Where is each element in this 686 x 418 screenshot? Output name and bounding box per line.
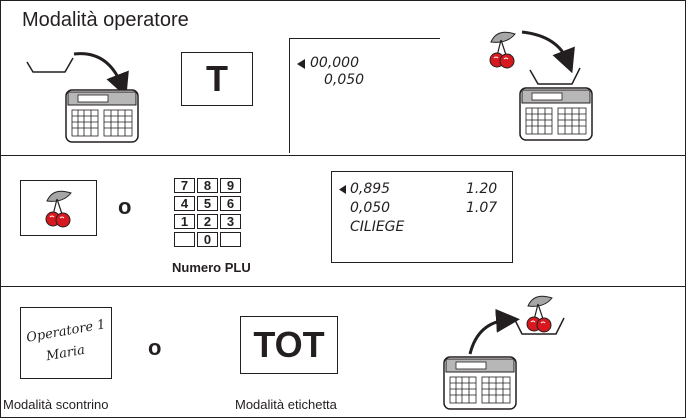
arrow-icon bbox=[468, 308, 520, 355]
or-label: o bbox=[118, 194, 132, 219]
keypad-key-blank-left[interactable] bbox=[174, 232, 195, 247]
display-pointer-icon bbox=[339, 185, 346, 194]
divider-1 bbox=[0, 155, 686, 156]
keypad-key-5[interactable]: 5 bbox=[197, 196, 218, 211]
or-label: o bbox=[148, 335, 162, 360]
keypad-key-4[interactable]: 4 bbox=[174, 196, 195, 211]
display-line-2: 0,050 bbox=[324, 72, 365, 88]
display-row1-weight: 0,895 bbox=[350, 181, 391, 197]
display-line-1: 00,000 bbox=[310, 55, 359, 71]
keypad-key-blank-right[interactable] bbox=[220, 232, 241, 247]
total-key[interactable]: TOT bbox=[240, 316, 338, 374]
display-row2-weight: 0,050 bbox=[350, 200, 391, 216]
display-panel bbox=[331, 171, 513, 263]
cherry-icon bbox=[489, 31, 516, 69]
tray-icon bbox=[529, 67, 581, 85]
arrow-icon bbox=[73, 52, 129, 98]
keypad-key-8[interactable]: 8 bbox=[197, 178, 218, 193]
keypad-key-3[interactable]: 3 bbox=[220, 214, 241, 229]
divider-2 bbox=[0, 286, 686, 287]
keypad-key-9[interactable]: 9 bbox=[220, 178, 241, 193]
display-pointer-icon bbox=[297, 59, 305, 69]
arrow-icon bbox=[521, 30, 575, 74]
display-row1-price: 1.20 bbox=[466, 181, 498, 197]
cherry-product-key[interactable] bbox=[20, 180, 97, 236]
keypad-key-6[interactable]: 6 bbox=[220, 196, 241, 211]
cherry-icon bbox=[526, 295, 553, 333]
keypad-key-1[interactable]: 1 bbox=[174, 214, 195, 229]
keypad-key-0[interactable]: 0 bbox=[197, 232, 218, 247]
receipt-mode-caption: Modalità scontrino bbox=[3, 397, 109, 412]
display-row2-price: 1.07 bbox=[466, 200, 498, 216]
keypad-key-2[interactable]: 2 bbox=[197, 214, 218, 229]
cherry-icon bbox=[45, 190, 72, 228]
keypad-key-7[interactable]: 7 bbox=[174, 178, 195, 193]
scale-icon bbox=[65, 89, 139, 143]
scale-icon bbox=[443, 356, 517, 410]
tray-icon bbox=[26, 57, 74, 73]
section-title: Modalità operatore bbox=[22, 9, 189, 31]
tray-icon bbox=[513, 317, 565, 335]
label-mode-caption: Modalità etichetta bbox=[235, 397, 337, 412]
scale-icon bbox=[519, 87, 593, 141]
keypad-caption: Numero PLU bbox=[172, 260, 251, 275]
operator-card[interactable]: Operatore 1 Maria bbox=[20, 307, 112, 379]
tare-key[interactable]: T bbox=[181, 52, 253, 106]
plu-keypad: 7 8 9 4 5 6 1 2 3 0 bbox=[174, 178, 247, 247]
display-panel bbox=[289, 38, 440, 153]
display-row3-name: CILIEGE bbox=[350, 219, 405, 235]
